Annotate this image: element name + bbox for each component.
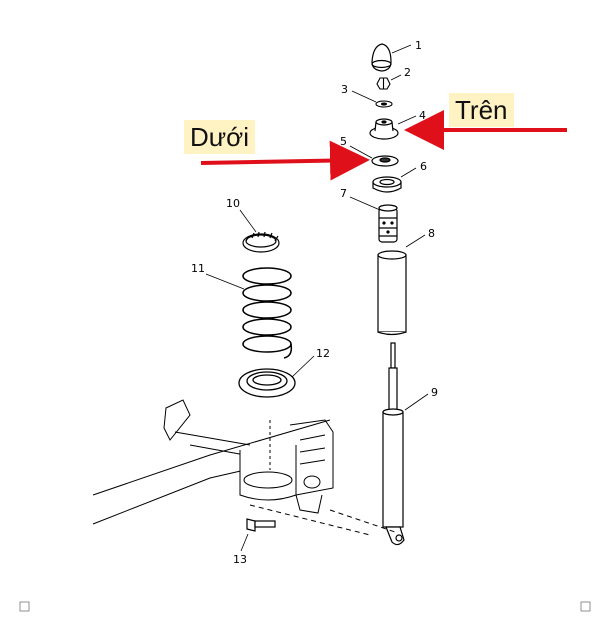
leader-7 [349,196,381,211]
part-13-bolt [246,518,276,532]
part-number-6: 6 [420,160,427,173]
part-number-2: 2 [404,66,411,79]
leader-6 [400,167,417,178]
corner-mark-right [580,601,591,612]
part-6-bearing [372,176,402,193]
callout-label-upper: Trên [449,93,514,127]
part-number-11: 11 [191,262,205,275]
leader-11 [205,273,245,290]
part-number-4: 4 [419,109,426,122]
leader-9 [404,393,429,411]
leader-8 [405,234,426,248]
part-number-1: 1 [415,39,422,52]
part-9-shock-absorber [382,342,405,546]
leader-12 [291,355,315,378]
part-11-coil-spring [242,267,293,359]
part-number-13: 13 [233,553,247,566]
part-4-upper-mount [369,118,399,140]
part-number-7: 7 [340,187,347,200]
part-number-5: 5 [340,135,347,148]
leader-5 [349,145,373,159]
part-7-bump-stop [378,204,398,243]
leader-10 [239,209,257,233]
part-2-nut [376,77,391,90]
part-number-12: 12 [316,347,330,360]
callout-label-lower: Dưới [184,120,256,154]
corner-mark-left [19,601,30,612]
leader-13 [240,533,249,552]
part-8-dust-boot [377,250,407,336]
part-number-9: 9 [431,386,438,399]
part-number-10: 10 [226,197,240,210]
part-number-3: 3 [341,83,348,96]
part-1-bump-cap [371,43,392,72]
arrow-lower [200,140,370,181]
part-number-8: 8 [428,227,435,240]
leader-3 [351,90,377,103]
part-10-upper-spring-seat [242,231,280,253]
part-12-lower-spring-seat [238,368,296,398]
leader-4 [397,115,417,125]
part-3-washer [375,100,393,108]
part-5-lower-washer [371,155,399,167]
leader-2 [390,74,402,81]
leader-1 [391,44,412,54]
rear-axle-beam [92,399,396,536]
